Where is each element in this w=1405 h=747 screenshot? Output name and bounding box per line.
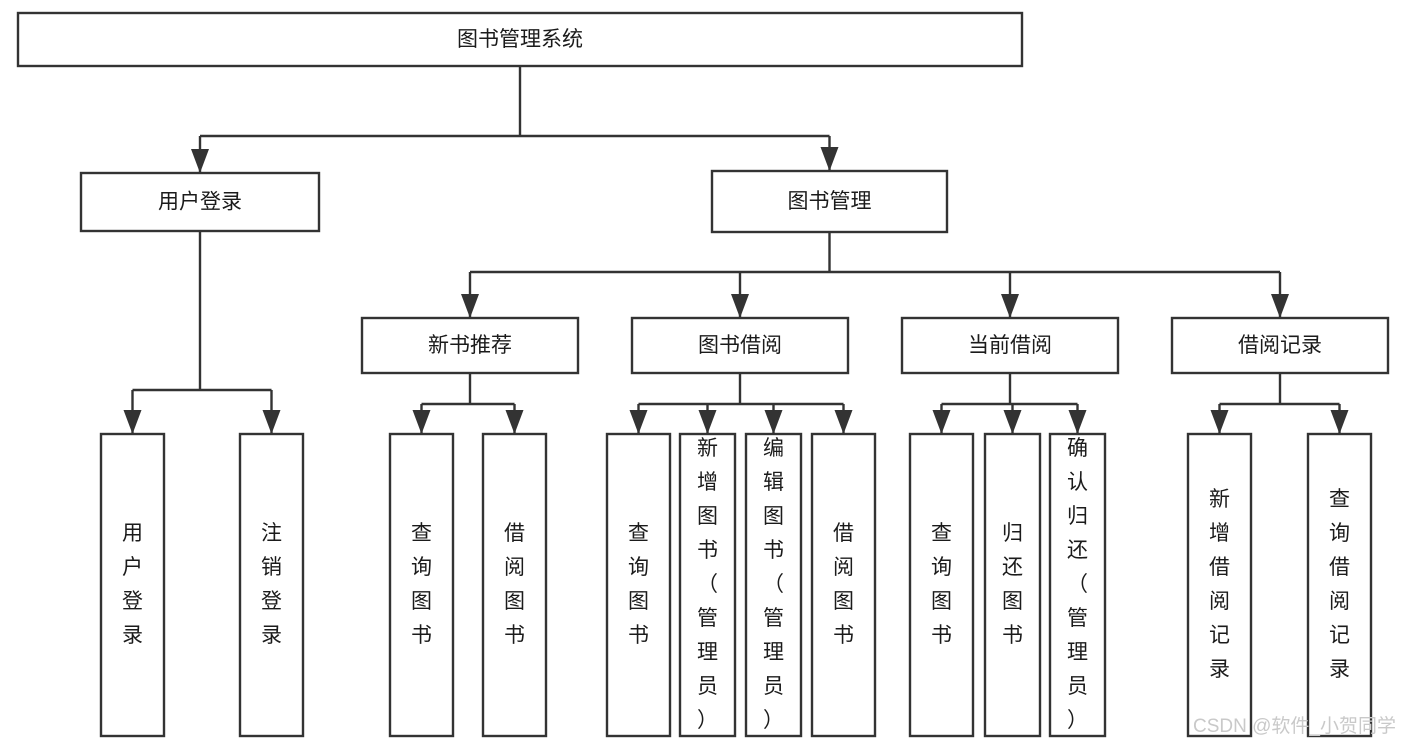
node-leaf-logout[interactable]: 注销登录 — [238, 432, 305, 738]
node-box — [983, 432, 1042, 738]
node-label: 确认归还（管理员） — [1067, 437, 1088, 732]
node-leaf-return-book[interactable]: 归还图书 — [983, 432, 1042, 738]
node-book-borrow[interactable]: 图书借阅 — [630, 316, 850, 375]
node-leaf-confirm-return[interactable]: 确认归还（管理员） — [1048, 432, 1107, 738]
node-box — [388, 432, 455, 738]
node-leaf-add-book[interactable]: 新增图书（管理员） — [678, 432, 737, 738]
node-label: 新书推荐 — [428, 334, 512, 357]
node-box — [238, 432, 305, 738]
node-label: 编辑图书（管理员） — [763, 437, 784, 732]
arrow-head-icon — [1330, 410, 1349, 434]
arrow-head-icon — [820, 147, 839, 171]
arrow-head-icon — [262, 410, 281, 434]
node-box — [1170, 316, 1390, 375]
arrow-head-icon — [123, 410, 142, 434]
node-box — [360, 316, 580, 375]
node-box — [900, 316, 1120, 375]
node-box — [630, 316, 850, 375]
node-box — [1186, 432, 1253, 738]
node-label: 图书管理 — [788, 190, 872, 213]
node-label: 图书管理系统 — [457, 28, 583, 51]
arrow-head-icon — [1210, 410, 1229, 434]
node-label: 借阅图书 — [504, 522, 525, 647]
node-box — [481, 432, 548, 738]
node-box — [678, 432, 737, 738]
node-label: 查询图书 — [628, 522, 649, 647]
arrow-head-icon — [1068, 410, 1087, 434]
node-borrow-record[interactable]: 借阅记录 — [1170, 316, 1390, 375]
node-user-login[interactable]: 用户登录 — [79, 171, 321, 233]
node-leaf-query-book-1[interactable]: 查询图书 — [388, 432, 455, 738]
node-label: 借阅图书 — [833, 522, 854, 647]
arrow-head-icon — [834, 410, 853, 434]
node-box — [710, 169, 949, 234]
csdn-watermark: CSDN @软件_小贺同学 — [1193, 715, 1396, 737]
node-leaf-edit-book[interactable]: 编辑图书（管理员） — [744, 432, 803, 738]
node-box — [908, 432, 975, 738]
node-leaf-borrow-book-1[interactable]: 借阅图书 — [481, 432, 548, 738]
arrow-head-icon — [932, 410, 951, 434]
node-leaf-add-record[interactable]: 新增借阅记录 — [1186, 432, 1253, 738]
node-current-borrow[interactable]: 当前借阅 — [900, 316, 1120, 375]
node-label: 新增借阅记录 — [1209, 488, 1230, 681]
node-label: 用户登录 — [158, 191, 242, 214]
node-box — [1306, 432, 1373, 738]
arrow-head-icon — [731, 294, 749, 318]
node-box — [744, 432, 803, 738]
node-leaf-query-record[interactable]: 查询借阅记录 — [1306, 432, 1373, 738]
node-label: 注销登录 — [261, 522, 282, 647]
node-box — [1048, 432, 1107, 738]
node-label: 图书借阅 — [698, 334, 782, 357]
arrow-head-icon — [505, 410, 524, 434]
node-label: 查询借阅记录 — [1329, 488, 1350, 681]
node-label: 查询图书 — [411, 522, 432, 647]
arrow-head-icon — [764, 410, 783, 434]
node-layer: 图书管理系统用户登录图书管理新书推荐图书借阅当前借阅借阅记录用户登录注销登录查询… — [16, 11, 1390, 738]
arrow-head-icon — [1003, 410, 1022, 434]
node-leaf-query-book-3[interactable]: 查询图书 — [908, 432, 975, 738]
arrow-head-icon — [191, 149, 209, 173]
node-leaf-borrow-book-2[interactable]: 借阅图书 — [810, 432, 877, 738]
node-label: 归还图书 — [1002, 522, 1023, 647]
arrow-head-icon — [1001, 294, 1019, 318]
arrow-head-icon — [629, 410, 648, 434]
node-box — [810, 432, 877, 738]
arrow-head-icon — [461, 294, 479, 318]
node-book-manage[interactable]: 图书管理 — [710, 169, 949, 234]
arrow-head-icon — [698, 410, 717, 434]
node-box — [16, 11, 1024, 68]
node-label: 当前借阅 — [968, 334, 1052, 357]
node-label: 查询图书 — [931, 522, 952, 647]
node-leaf-user-login[interactable]: 用户登录 — [99, 432, 166, 738]
connector-layer — [123, 66, 1349, 434]
node-new-book-rec[interactable]: 新书推荐 — [360, 316, 580, 375]
node-box — [99, 432, 166, 738]
arrow-head-icon — [412, 410, 431, 434]
arrow-head-icon — [1271, 294, 1289, 318]
node-label: 新增图书（管理员） — [697, 437, 718, 732]
node-leaf-query-book-2[interactable]: 查询图书 — [605, 432, 672, 738]
node-root[interactable]: 图书管理系统 — [16, 11, 1024, 68]
node-label: 用户登录 — [122, 522, 143, 647]
node-box — [79, 171, 321, 233]
node-box — [605, 432, 672, 738]
node-label: 借阅记录 — [1238, 334, 1322, 357]
